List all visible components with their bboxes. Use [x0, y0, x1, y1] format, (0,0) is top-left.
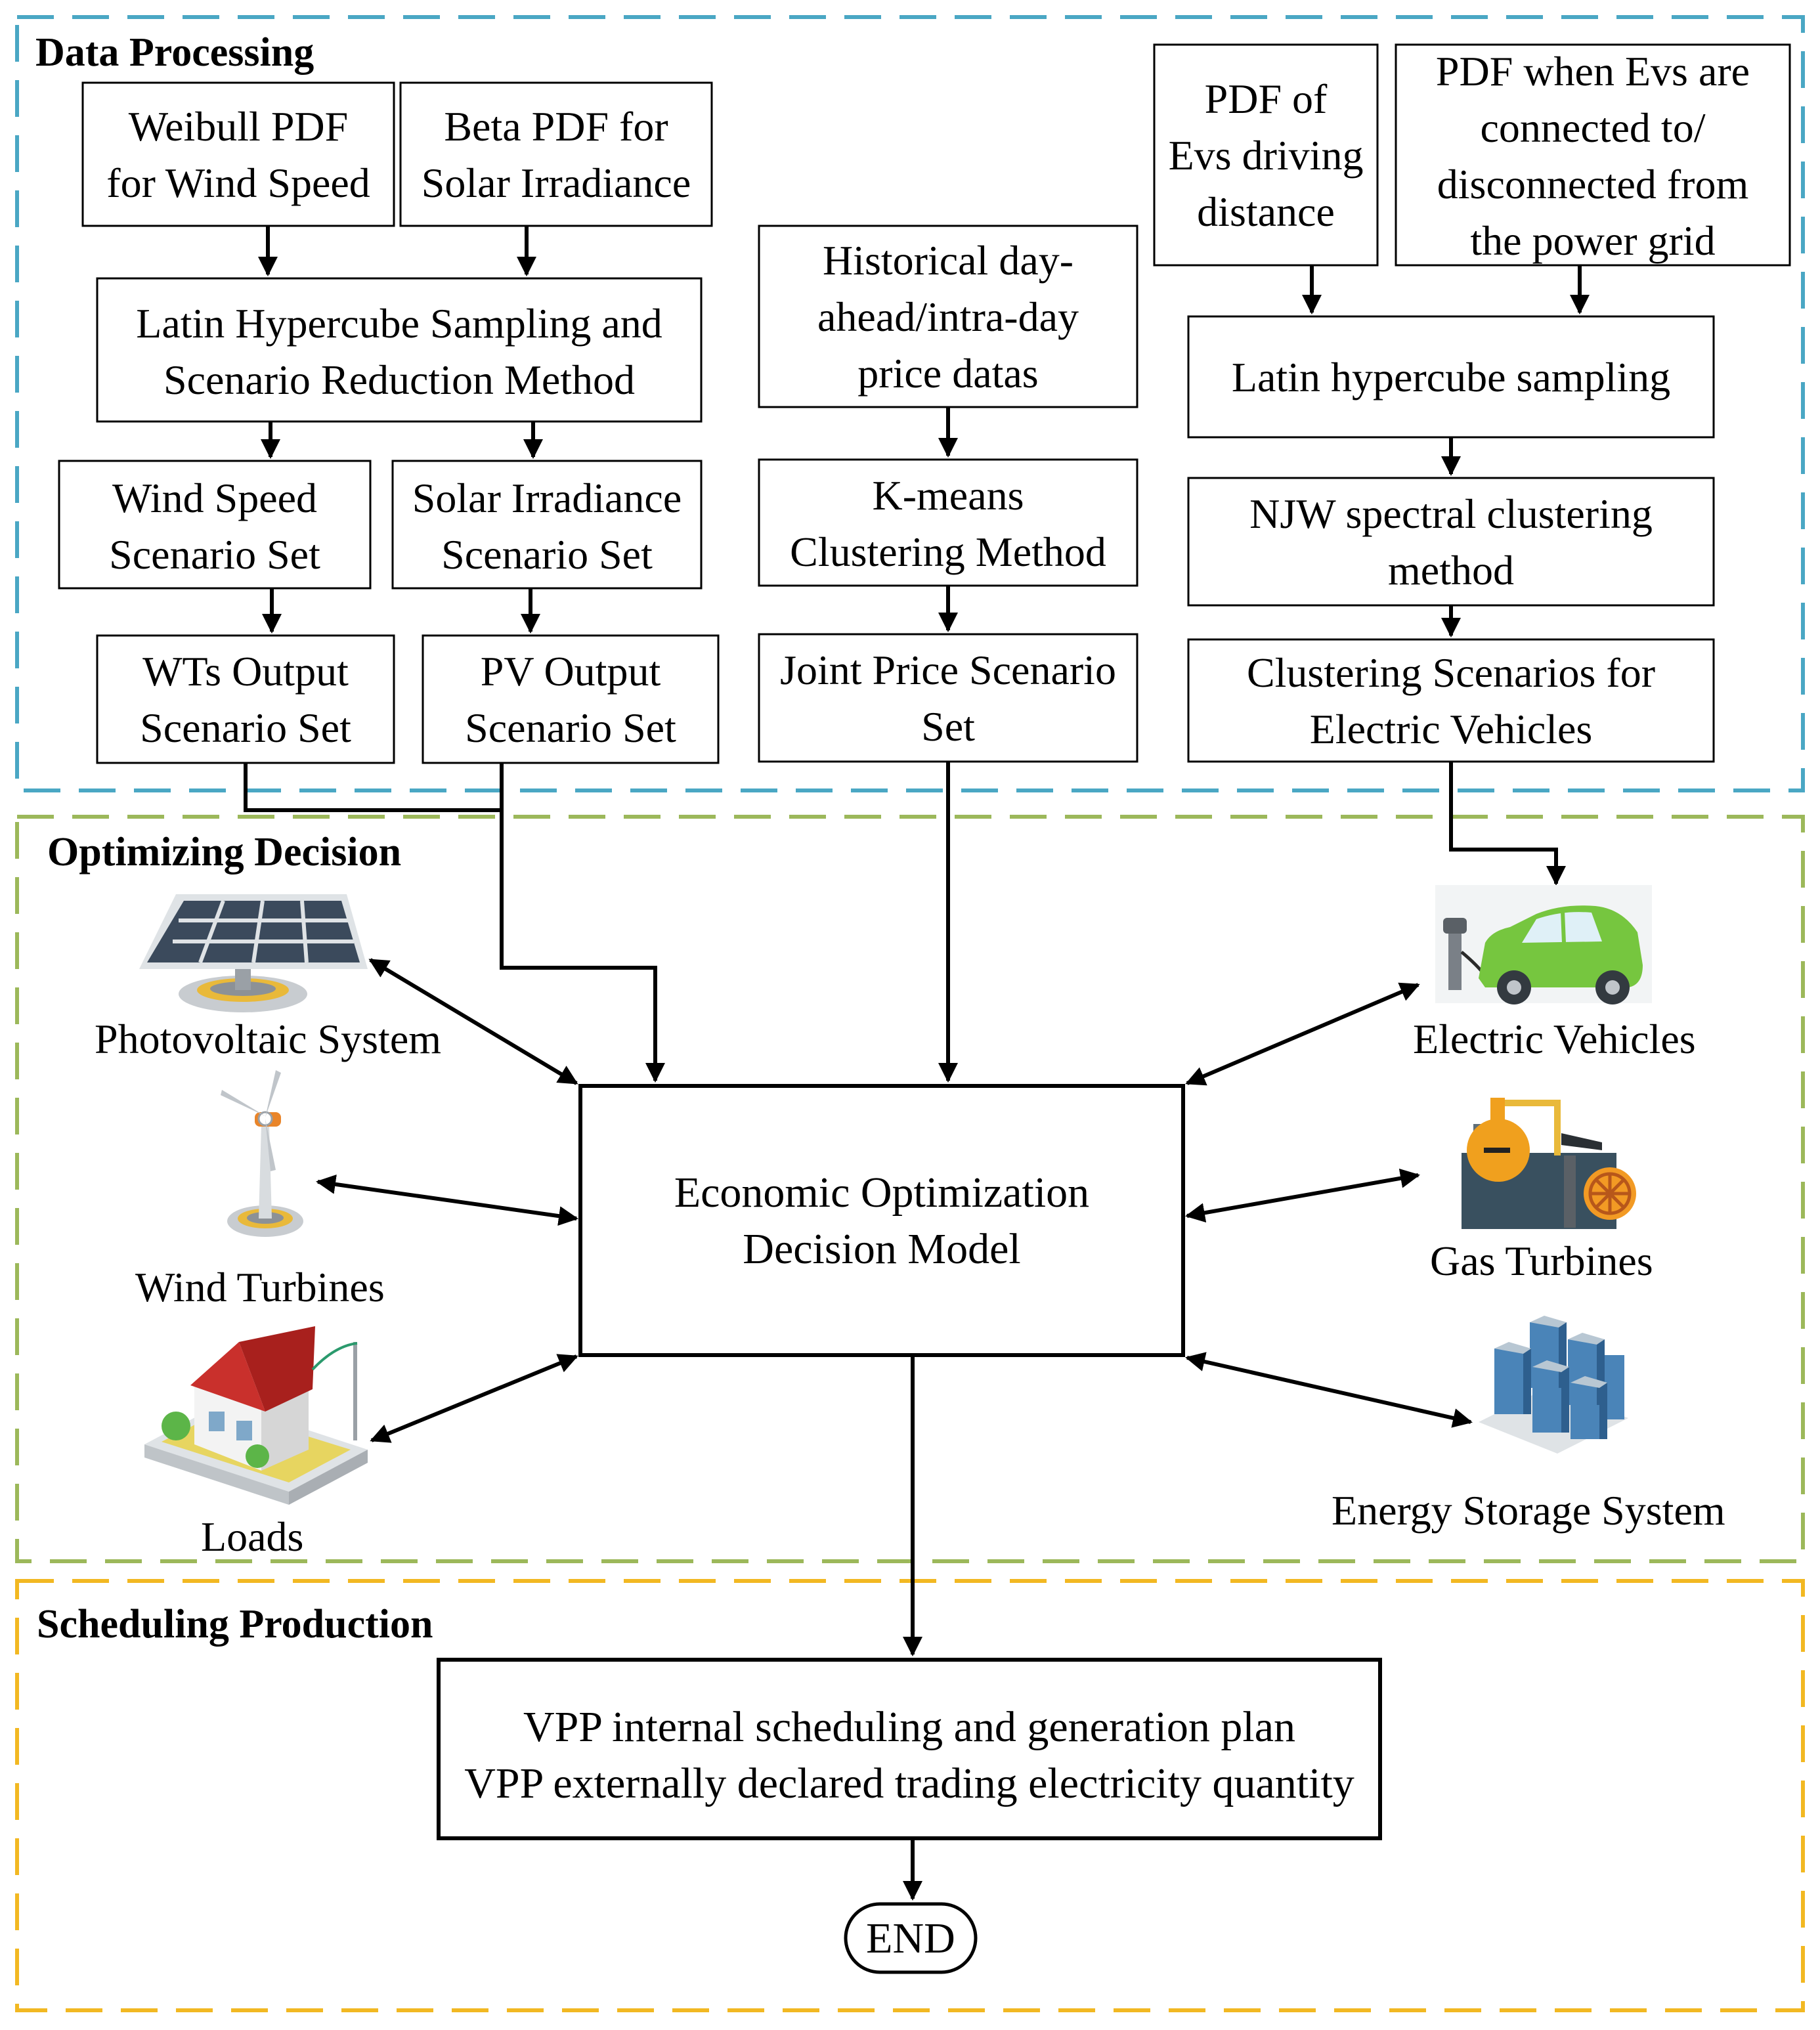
- optimizing-decision-frame: [15, 815, 1805, 1563]
- ev-distance-box: PDF of Evs driving distance: [1153, 43, 1379, 267]
- kmeans-line-1: K-means: [872, 472, 1024, 519]
- ev-lhs-box: Latin hypercube sampling: [1187, 315, 1715, 439]
- njw-line-1: NJW spectral clustering: [1249, 490, 1653, 537]
- price-line-1: Historical day-: [823, 237, 1073, 284]
- photovoltaic-system-label: Photovoltaic System: [95, 1016, 441, 1062]
- wind-turbines-label: Wind Turbines: [135, 1264, 385, 1310]
- ev-clusters-line-2: Electric Vehicles: [1310, 706, 1593, 752]
- njw-clustering-box: NJW spectral clustering method: [1187, 477, 1715, 607]
- svg-text:Latin hypercube sampling: Latin hypercube sampling: [1232, 354, 1670, 400]
- loads-label: Loads: [201, 1513, 303, 1560]
- optimizing-decision-title: Optimizing Decision: [47, 830, 401, 875]
- wind-turbine-icon: [221, 1070, 303, 1237]
- house-icon: [144, 1326, 368, 1505]
- ev-distance-line-1: PDF of: [1205, 76, 1328, 122]
- ev-connect-line-2: connected to/: [1481, 104, 1706, 151]
- joint-price-line-2: Set: [921, 703, 975, 750]
- svg-text:VPP internal scheduling and ge: VPP internal scheduling and generation p…: [464, 1703, 1354, 1807]
- ev-connect-line-3: disconnected from: [1437, 161, 1749, 207]
- scheduling-production-frame: [15, 1579, 1805, 2012]
- beta-line-2: Solar Irradiance: [422, 160, 691, 206]
- wind-set-line-2: Scenario Set: [109, 531, 320, 578]
- wind-set-line-1: Wind Speed: [112, 475, 317, 521]
- wt-output-line-2: Scenario Set: [140, 704, 351, 751]
- price-line-2: ahead/intra-day: [817, 293, 1079, 340]
- kmeans-line-2: Clustering Method: [790, 529, 1106, 575]
- vpp-plan-box: VPP internal scheduling and generation p…: [437, 1658, 1382, 1840]
- model-input-connectors: [244, 762, 1566, 1083]
- weibull-line-2: for Wind Speed: [106, 160, 370, 206]
- price-line-3: price datas: [857, 350, 1038, 397]
- ev-distance-line-2: Evs driving: [1169, 132, 1364, 179]
- price-history-box: Historical day-ahead/intra-day price data…: [758, 225, 1138, 408]
- plan-line-2: VPP externally declared trading electric…: [464, 1760, 1354, 1807]
- ev-connect-line-4: the power grid: [1470, 217, 1715, 264]
- scheduling-production-title: Scheduling Production: [37, 1602, 433, 1647]
- gas-turbines-label: Gas Turbines: [1430, 1238, 1653, 1284]
- solar-panel-icon: [139, 894, 368, 1012]
- pv-output-line-2: Scenario Set: [465, 704, 676, 751]
- gas-turbine-icon: [1462, 1098, 1636, 1229]
- weibull-line-1: Weibull PDF: [129, 103, 348, 150]
- ev-lhs-line-1: Latin hypercube sampling: [1232, 354, 1670, 400]
- end-label: END: [866, 1914, 955, 1962]
- beta-line-1: Beta PDF for: [444, 103, 668, 150]
- pv-output-line-1: PV Output: [481, 648, 661, 695]
- component-connectors: [316, 958, 1473, 1443]
- battery-rack-icon: [1479, 1316, 1628, 1454]
- joint-price-line-1: Joint Price Scenario: [780, 647, 1116, 693]
- data-processing-frame: [15, 15, 1805, 792]
- data-processing-title: Data Processing: [35, 30, 314, 75]
- data-processing-arrows: [258, 226, 1590, 637]
- wt-output-line-1: WTs Output: [142, 648, 349, 695]
- model-line-1: Economic Optimization: [674, 1169, 1089, 1217]
- solar-set-line-1: Solar Irradiance: [412, 475, 682, 521]
- solar-set-line-2: Scenario Set: [441, 531, 653, 578]
- weibull-pdf-box: Weibull PDF for Wind Speed: [81, 81, 395, 227]
- ev-connect-box: PDF when Evs are connected to/disconnecte…: [1395, 43, 1791, 267]
- ev-distance-line-3: distance: [1197, 188, 1335, 235]
- plan-line-1: VPP internal scheduling and generation p…: [523, 1703, 1295, 1751]
- lhs-line-2: Scenario Reduction Method: [163, 356, 635, 403]
- electric-vehicles-label: Electric Vehicles: [1413, 1016, 1696, 1062]
- electric-car-icon: [1435, 885, 1652, 1004]
- energy-storage-system-label: Energy Storage System: [1332, 1487, 1725, 1534]
- end-terminator: END: [844, 1902, 978, 1974]
- ev-connect-line-1: PDF when Evs are: [1436, 48, 1750, 95]
- njw-line-2: method: [1388, 547, 1514, 594]
- ev-clusters-line-1: Clustering Scenarios for: [1247, 649, 1655, 696]
- model-line-2: Decision Model: [743, 1225, 1020, 1273]
- lhs-line-1: Latin Hypercube Sampling and: [136, 300, 662, 347]
- svg-text:Historical day-ahead/intra-day: Historical day-ahead/intra-day price data…: [817, 237, 1079, 397]
